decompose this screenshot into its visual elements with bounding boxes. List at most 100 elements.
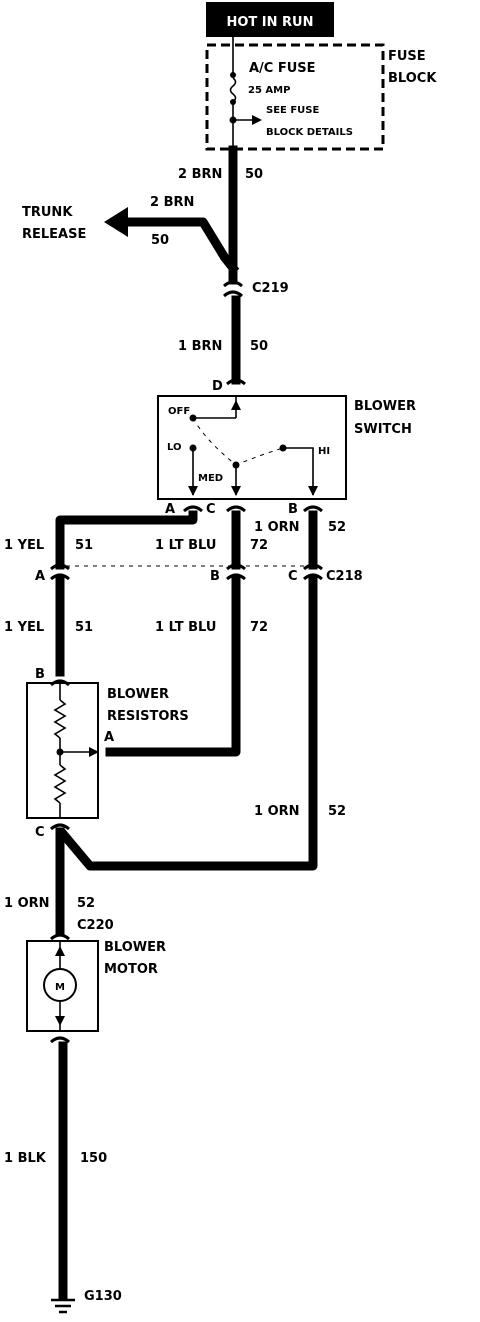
wire-yel-gauge-upper: 1 YEL — [4, 538, 44, 553]
connector-c218: A B C C218 — [35, 563, 363, 584]
power-source-header: HOT IN RUN — [206, 2, 334, 37]
c218-b-male-icon — [226, 573, 246, 581]
motor-bottom-arrow-icon — [55, 1016, 65, 1026]
fuse-rating: 25 AMP — [248, 85, 290, 96]
wire-ltblu-circuit-upper: 72 — [250, 538, 268, 553]
fuse-terminal-top — [230, 72, 236, 78]
ground-label: G130 — [84, 1289, 122, 1304]
ground-g130: G130 — [51, 1289, 122, 1314]
trunk-release-label-line1: TRUNK — [22, 205, 73, 220]
trunk-release-label-line2: RELEASE — [22, 227, 86, 242]
resistor-pin-c: C — [35, 825, 45, 840]
wire-yel-circuit-lower: 51 — [75, 620, 93, 635]
c218-pin-c: C — [288, 569, 298, 584]
c219-label: C219 — [252, 281, 289, 296]
blower-motor: M BLOWER MOTOR — [26, 940, 166, 1032]
resistor-pin-a: A — [104, 730, 114, 745]
resistor-upper-icon — [53, 699, 67, 739]
switch-pin-b: B — [288, 502, 298, 517]
blower-switch-label-line2: SWITCH — [354, 422, 412, 437]
fuse-details-line2: BLOCK DETAILS — [266, 127, 353, 138]
fuse-block-label-line2: BLOCK — [388, 71, 437, 86]
wire-orn-gauge-upper: 1 ORN — [254, 520, 300, 535]
fuse-block-label-line1: FUSE — [388, 49, 426, 64]
switch-hi-line — [283, 447, 314, 495]
switch-pos-hi: HI — [318, 446, 330, 457]
motor-top-arrow-icon — [55, 946, 65, 956]
c219-female-icon — [223, 280, 243, 288]
wire-yel-upper — [55, 510, 198, 570]
switch-output-connectors — [183, 505, 323, 513]
wire-trunk-gauge: 2 BRN — [150, 195, 194, 210]
wire-switch-feed-circuit: 50 — [250, 339, 268, 354]
wire-switch-feed-gauge: 1 BRN — [178, 339, 222, 354]
wire-orn-52-motor: 1 ORN 52 C220 — [4, 827, 114, 941]
switch-hi-arrow-icon — [308, 486, 318, 496]
trunk-release-arrow-icon — [104, 207, 128, 237]
wire-yel-circuit-upper: 51 — [75, 538, 93, 553]
c220-label: C220 — [77, 918, 114, 933]
wire-ground-gauge: 1 BLK — [4, 1151, 47, 1166]
wire-motor-feed-gauge: 1 ORN — [4, 896, 50, 911]
switch-pos-med: MED — [198, 473, 223, 484]
c219-male-icon — [223, 290, 243, 298]
blower-switch-label-line1: BLOWER — [354, 399, 416, 414]
blower-resistors: B A C BLOWER RESISTORS — [26, 667, 189, 840]
c218-pin-b: B — [210, 569, 220, 584]
blower-switch-outline — [157, 395, 347, 500]
motor-ground-connector-icon — [50, 1036, 70, 1044]
c218-label: C218 — [326, 569, 363, 584]
wire-motor-feed-circuit: 52 — [77, 896, 95, 911]
blower-resistors-label-line2: RESISTORS — [107, 709, 189, 724]
wire-ground-circuit: 150 — [80, 1151, 107, 1166]
switch-pin-d: D — [212, 379, 223, 394]
fuse-block: A/C FUSE 25 AMP SEE FUSE BLOCK DETAILS F… — [205, 37, 437, 151]
blower-switch: OFF LO MED HI BLOWER SWITCH A C B — [157, 395, 416, 517]
switch-c-connector-icon — [226, 505, 246, 513]
blower-resistors-outline — [26, 682, 99, 819]
switch-lo-arrow-icon — [188, 486, 198, 496]
wire-yel-gauge-lower: 1 YEL — [4, 620, 44, 635]
wire-orn-circuit-lower: 52 — [328, 804, 346, 819]
wire-blk-150: 1 BLK 150 — [4, 1036, 107, 1301]
wire-orn-gauge-lower: 1 ORN — [254, 804, 300, 819]
c218-pin-a: A — [35, 569, 45, 584]
switch-travel-path — [192, 417, 284, 466]
blower-resistors-label-line1: BLOWER — [107, 687, 169, 702]
wire-yel-51: 1 YEL 51 1 YEL 51 — [4, 510, 198, 677]
connector-c219: C219 — [223, 280, 289, 298]
switch-pos-off: OFF — [168, 406, 190, 417]
c218-c-male-icon — [303, 573, 323, 581]
switch-pin-a: A — [165, 502, 175, 517]
switch-common-arrow-icon — [231, 400, 241, 410]
wire-brn-50: 2 BRN 50 2 BRN 50 TRUNK RELEASE — [22, 145, 263, 285]
motor-symbol-label: M — [55, 982, 65, 993]
wire-orn-52: 1 ORN 52 1 ORN 52 — [57, 510, 346, 871]
resistor-pin-b: B — [35, 667, 45, 682]
fuse-details-line1: SEE FUSE — [266, 105, 319, 116]
wire-ltblu-gauge-upper: 1 LT BLU — [155, 538, 216, 553]
wire-brn-50-switch: 1 BRN 50 D — [178, 295, 268, 394]
switch-pos-lo: LO — [167, 442, 182, 453]
wire-ltblu-gauge-lower: 1 LT BLU — [155, 620, 216, 635]
c218-c-female-icon — [303, 563, 323, 571]
wire-orn-circuit-upper: 52 — [328, 520, 346, 535]
c218-a-female-icon — [50, 563, 70, 571]
c220-female-icon — [50, 933, 70, 941]
c218-b-female-icon — [226, 563, 246, 571]
wire-ltblu-72: 1 LT BLU 72 1 LT BLU 72 — [105, 510, 268, 757]
c218-a-male-icon — [50, 573, 70, 581]
fuse-detail-arrow-icon — [252, 115, 262, 125]
wire-trunk-release-branch — [125, 217, 240, 275]
resistor-b-connector-icon — [50, 679, 70, 687]
blower-motor-label-line2: MOTOR — [104, 962, 158, 977]
wire-ltblu-circuit-lower: 72 — [250, 620, 268, 635]
resistor-tap-arrow-icon — [89, 747, 99, 757]
fuse-name: A/C FUSE — [249, 61, 316, 76]
fuse-element — [229, 77, 237, 103]
resistor-lower-icon — [53, 764, 67, 804]
wire-trunk-circuit: 50 — [151, 233, 169, 248]
wire-orn-lower — [57, 576, 318, 871]
